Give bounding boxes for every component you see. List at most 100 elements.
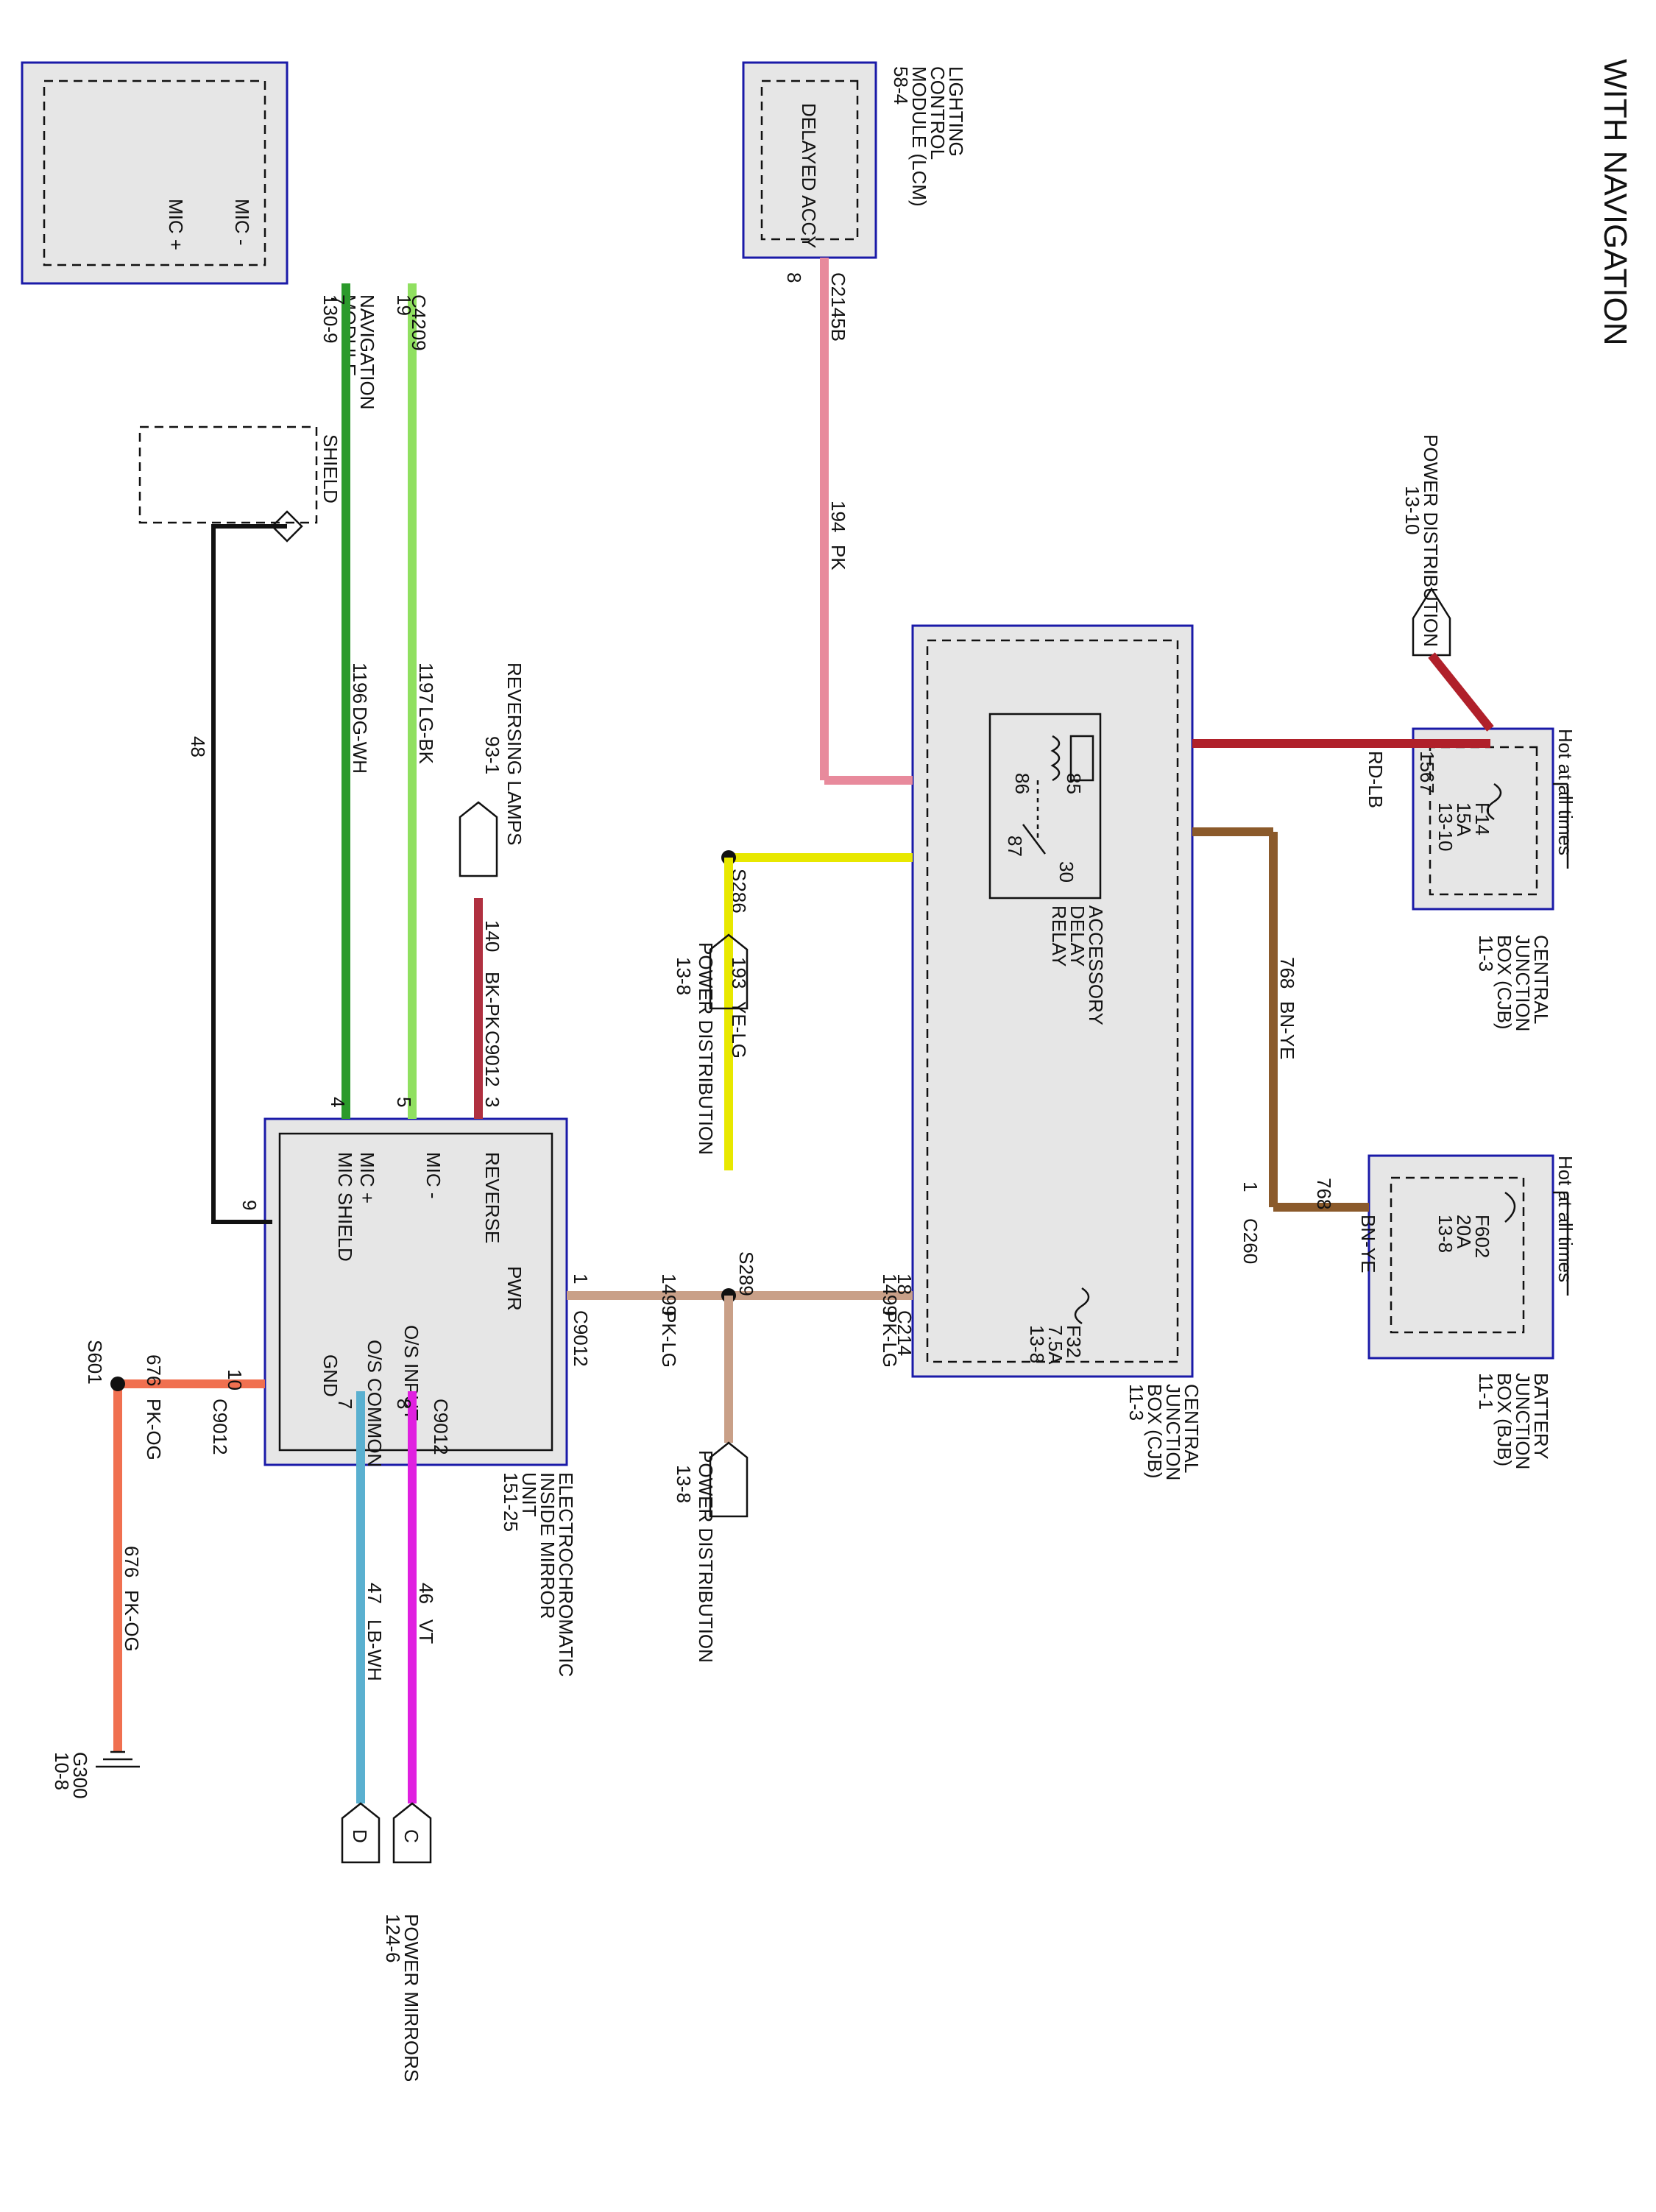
ground-g300: G300 10-8	[51, 1750, 140, 1799]
mirror-module: REVERSE MIC - MIC + MIC SHIELD PWR O/S I…	[263, 1117, 577, 1677]
wire-47: 47 LB-WH 7	[334, 1391, 386, 1803]
c9012-mic-pin-b: 4	[327, 1097, 349, 1107]
wire-46: 46 VT C9012 8	[393, 1391, 452, 1803]
power-dist-top-label: POWER DISTRIBUTION	[1420, 434, 1442, 647]
mirror-name-line4: 151-25	[500, 1472, 522, 1532]
cjb-top-name-line3: BOX (CJB)	[1493, 935, 1515, 1030]
wire-1499b-color: PK-LG	[879, 1310, 901, 1368]
mirror-pin-mic-shield: MIC SHIELD	[334, 1152, 356, 1262]
fuse-f32-icon	[1074, 1287, 1090, 1325]
wire-1197-color: LG-BK	[415, 707, 437, 765]
mirror-name-line2: INSIDE MIRROR	[537, 1472, 559, 1619]
wire-768-top: 768 BN-YE	[1192, 827, 1298, 1207]
relay-label-line3: RELAY	[1048, 905, 1070, 967]
cjb-main-name-line1: CENTRAL	[1181, 1384, 1203, 1473]
shield-label: SHIELD	[319, 434, 342, 503]
wire-1567: 1567 RD-LB	[1192, 739, 1490, 808]
mirror-name-line1: ELECTROCHROMATIC	[555, 1472, 577, 1677]
c9012-mic-pin-a: 5	[393, 1097, 415, 1107]
mirror-pin-mic-minus: MIC -	[422, 1152, 445, 1199]
lcm-name-line2: CONTROL	[927, 66, 949, 160]
cjb-main-name-line3: BOX (CJB)	[1144, 1384, 1166, 1479]
bjb-hot-label: Hot at all times	[1554, 1156, 1577, 1282]
cjb-top-module: Hot at all times F14 15A 13-10 CENTRAL J…	[1412, 727, 1577, 1031]
ground-icon	[96, 1750, 140, 1768]
lcm-name-line3: MODULE (LCM)	[908, 66, 930, 207]
wire-1196-circuit: 1196	[349, 662, 371, 704]
power-dist-2-ref: 13-8	[673, 1465, 695, 1503]
wire-140-circuit: 140	[481, 920, 503, 952]
cjb-main-fuse-line2: 7.5A	[1044, 1325, 1066, 1365]
wire-676: S601 676 PK-OG 676 PK-OG 10 C9012	[84, 1340, 265, 1752]
power-dist-1-label: POWER DISTRIBUTION	[695, 942, 717, 1155]
wire-1567-color: RD-LB	[1365, 751, 1387, 808]
lcm-name-line4: 58-4	[890, 66, 912, 105]
power-dist-top-ref: 13-10	[1401, 486, 1423, 535]
wire-768b-color: BN-YE	[1357, 1215, 1379, 1273]
cjb-top-fuse-line2: 15A	[1453, 802, 1475, 837]
connector-arrow-icon	[709, 1441, 749, 1518]
fuse-f14-icon	[1486, 782, 1502, 821]
wire-676a-color: PK-OG	[143, 1399, 165, 1460]
nav-pin-mic-minus: MIC -	[231, 199, 253, 246]
ground-ref: 10-8	[51, 1752, 73, 1790]
wire-1196: 1196 DG-WH C4209 19 7 5 4	[327, 283, 430, 1119]
cjb-main-module: CENTRAL JUNCTION BOX (CJB) 11-3 86 85 87…	[911, 624, 1203, 1480]
wire-1197: 1197 LG-BK	[408, 283, 437, 1119]
reversing-label: REVERSING LAMPS	[503, 662, 526, 846]
fuse-f602-icon	[1504, 1191, 1516, 1223]
c4209-pin-a: 19	[393, 294, 415, 316]
relay-pin-30: 30	[1055, 861, 1078, 883]
cjb-top-hot-label: Hot at all times	[1554, 729, 1577, 855]
connector-arrow-icon	[341, 1802, 381, 1864]
navigation-module: MIC - MIC + NAVIGATION MODULE 130-9	[21, 61, 378, 410]
wire-1499b-circuit: 1499	[879, 1273, 901, 1316]
c9012-rev-id: C9012	[481, 1031, 503, 1087]
wire-1499a-circuit: 1499	[658, 1273, 680, 1316]
splice-s289: S289	[735, 1251, 757, 1296]
page-title: WITH NAVIGATION	[1597, 59, 1633, 345]
reversing-lamps-ref: REVERSING LAMPS 93-1 140 BK-PK 3 C9012	[459, 662, 526, 1119]
wire-194-circuit: 194	[827, 501, 849, 532]
c214-pin: 18	[894, 1273, 916, 1295]
bjb-name-line1: BATTERY	[1530, 1373, 1552, 1460]
wire-46-color: VT	[415, 1619, 437, 1644]
wire-676b-circuit: 676	[121, 1546, 143, 1577]
power-dist-1-ref: 13-8	[673, 957, 695, 995]
cjb-top-fuse-line3: 13-10	[1434, 802, 1457, 852]
wire-193: 193 YE-LG S286	[721, 850, 913, 1170]
mirror-pin-mic-plus: MIC +	[356, 1152, 378, 1204]
wire-768a-color: BN-YE	[1276, 1001, 1298, 1059]
c9012-gnd-pin: 10	[224, 1369, 246, 1391]
relay-switch-icon	[1022, 824, 1046, 855]
c9012-gnd-id: C9012	[209, 1399, 231, 1455]
wire-1567-circuit: 1567	[1416, 751, 1438, 794]
cjb-top-name-line1: CENTRAL	[1530, 935, 1552, 1024]
lcm-module: DELAYED ACCY LIGHTING CONTROL MODULE (LC…	[742, 61, 967, 259]
connector-arrow-icon	[459, 801, 498, 877]
cjb-main-fuse-line1: F32	[1063, 1325, 1085, 1358]
shield-diamond-icon	[271, 510, 303, 543]
c9012-os-id: C9012	[430, 1399, 452, 1455]
power-mirrors-label: POWER MIRRORS	[400, 1914, 422, 2082]
bjb-name-line2: JUNCTION	[1512, 1373, 1534, 1469]
wire-676b-color: PK-OG	[121, 1590, 143, 1652]
c2145b-id: C2145B	[827, 272, 849, 342]
c4209-pin-b: 7	[327, 294, 349, 305]
bjb-name-line4: 11-1	[1475, 1373, 1497, 1410]
power-dist-2-label: POWER DISTRIBUTION	[695, 1450, 717, 1663]
wire-48: 48 9	[187, 524, 287, 1224]
wire-194: 194 PK 8 C2145B	[783, 258, 913, 785]
relay-pin-87: 87	[1004, 835, 1026, 857]
lcm-pin-label: DELAYED ACCY	[798, 103, 820, 248]
mirror-pin-os-common: O/S COMMON	[364, 1340, 386, 1467]
connector-arrow-icon	[392, 1802, 432, 1864]
ground-label: G300	[69, 1752, 91, 1799]
mirror-pin-reverse: REVERSE	[481, 1152, 503, 1243]
c9012-rev-pin: 3	[481, 1097, 503, 1107]
wire-193-color: YE-LG	[728, 1001, 750, 1059]
power-mirrors-ref: C D POWER MIRRORS 124-6	[341, 1802, 432, 2082]
power-mirrors-ref-num: 124-6	[382, 1914, 404, 1963]
wire-768b-circuit: 768	[1313, 1178, 1335, 1209]
cjb-main-name-line2: JUNCTION	[1162, 1384, 1184, 1480]
